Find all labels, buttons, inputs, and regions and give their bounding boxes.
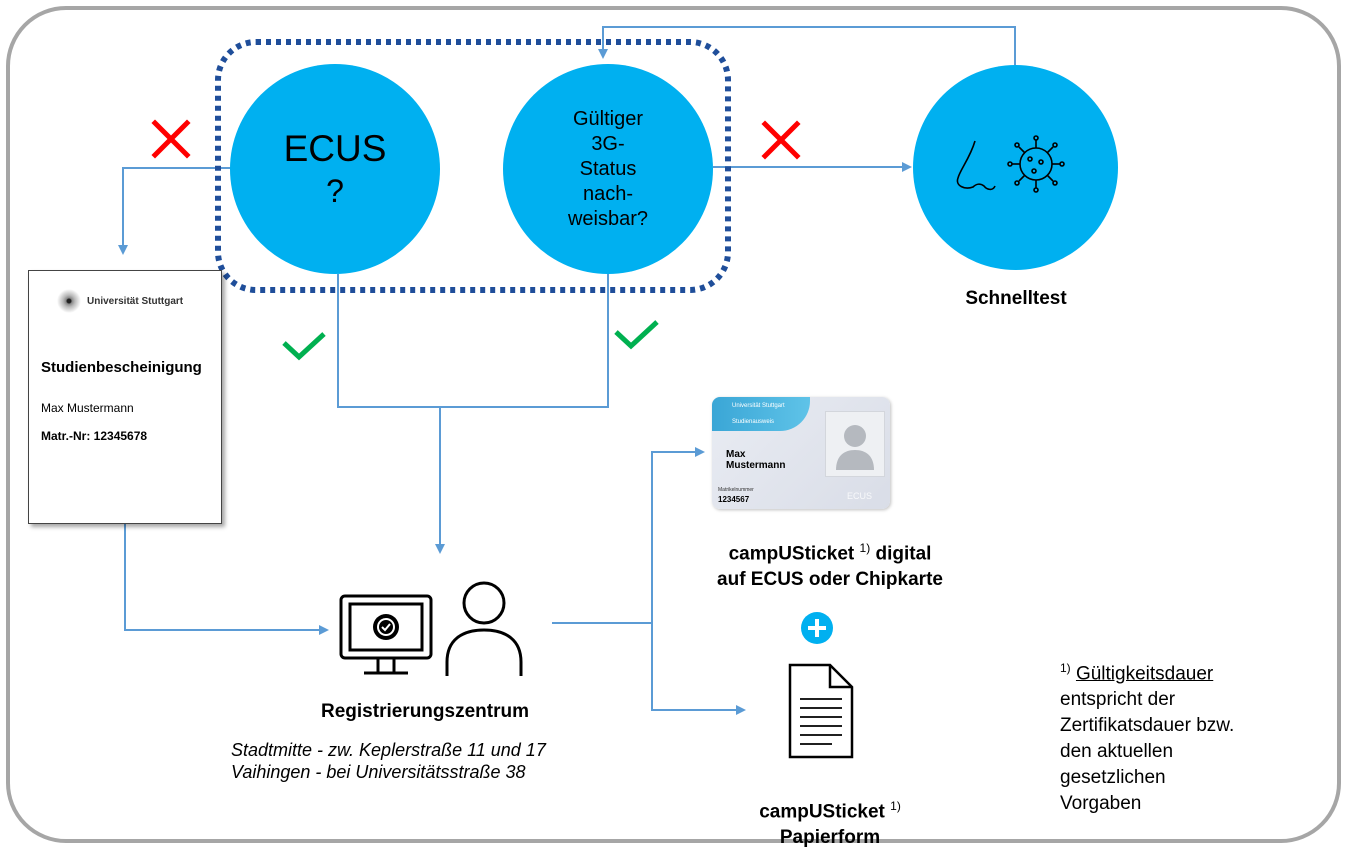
- status-node-text: Gültiger 3G- Status nach- weisbar?: [567, 107, 649, 230]
- virus-icon: [1007, 135, 1065, 193]
- ticket-digital-name: campUSticket: [728, 543, 855, 565]
- footnote-underlined: Gültigkeitsdauer: [1075, 663, 1214, 685]
- dotted-group-outline: [215, 39, 731, 293]
- schnelltest-label: Schnelltest: [965, 288, 1067, 309]
- footnote-line: den aktuellen: [1060, 741, 1174, 763]
- card-first-name: Max: [726, 449, 746, 460]
- ecus-node-title: ECUS: [283, 128, 387, 169]
- verified-badge-icon: [373, 614, 399, 640]
- card-matrikel-label: Matrikelnummer: [718, 487, 754, 493]
- arrow-schnelltest-loop: [598, 26, 1016, 65]
- ticket-paper-line1: campUSticket 1): [700, 793, 960, 825]
- cross-icon-left: [151, 119, 191, 159]
- ecus-node: ECUS ?: [230, 64, 440, 274]
- document-logo: Universität Stuttgart: [57, 289, 183, 313]
- document-matrikel: Matr.-Nr: 12345678: [41, 429, 148, 443]
- schnelltest-node: [913, 65, 1118, 270]
- card-name: Max Mustermann: [726, 449, 785, 471]
- check-icon-status: [614, 320, 659, 350]
- address-stadtmitte: Stadtmitte - zw. Keplerstraße 11 und 17: [231, 740, 546, 760]
- ticket-paper-line2: Papierform: [779, 827, 881, 849]
- arrow-document-to-registrierung: [124, 523, 329, 635]
- document-name: Max Mustermann: [41, 401, 134, 415]
- ticket-paper-label: campUSticket 1) Papierform: [700, 793, 960, 851]
- paper-document-icon: [788, 663, 854, 759]
- university-logo-icon: [57, 289, 81, 313]
- card-kind: Studienausweis: [732, 419, 775, 425]
- footnote-line: entspricht der: [1060, 689, 1176, 711]
- arrow-to-paper: [651, 623, 746, 715]
- footnote-line: gesetzlichen: [1060, 767, 1166, 789]
- footnote-line: Vorgaben: [1060, 793, 1142, 815]
- card-matrikel: 1234567: [718, 495, 750, 504]
- registrierungszentrum-label: Registrierungszentrum: [321, 701, 529, 722]
- ticket-digital-word: digital: [875, 543, 932, 565]
- ticket-digital-footnote-marker: 1): [859, 541, 871, 555]
- card-band: [712, 397, 810, 431]
- cross-icon-right: [761, 120, 801, 160]
- avatar-placeholder-icon: [836, 425, 874, 470]
- plus-icon: [801, 612, 833, 644]
- footnote-marker: 1): [1060, 661, 1071, 675]
- monitor-icon: [339, 594, 433, 675]
- ticket-paper-name: campUSticket: [759, 801, 885, 823]
- person-icon: [445, 581, 523, 676]
- studienbescheinigung-document: Universität Stuttgart Studienbescheinigu…: [28, 270, 222, 524]
- connector-ecus-yes: [337, 274, 609, 408]
- ticket-paper-footnote-marker: 1): [890, 799, 901, 813]
- footnote-line: Zertifikatsdauer bzw.: [1060, 715, 1235, 737]
- ecus-node-question: ?: [326, 173, 344, 209]
- status-node: Gültiger 3G- Status nach- weisbar?: [503, 64, 713, 274]
- card-last-name: Mustermann: [726, 460, 786, 471]
- document-heading: Studienbescheinigung: [41, 359, 202, 376]
- card-university: Universität Stuttgart: [732, 403, 785, 409]
- student-card: Universität Stuttgart Studienausweis Max…: [712, 397, 890, 509]
- arrow-ecus-to-document: [118, 167, 233, 255]
- check-icon-ecus: [282, 332, 326, 361]
- document-university: Universität Stuttgart: [87, 295, 184, 307]
- nose-icon: [956, 140, 996, 191]
- footnote-first-line: 1) Gültigkeitsdauer: [1060, 655, 1234, 687]
- address-vaihingen: Vaihingen - bei Universitätsstraße 38: [231, 762, 526, 782]
- ticket-digital-line2: auf ECUS oder Chipkarte: [717, 569, 943, 591]
- ticket-digital-label: campUSticket 1) digital auf ECUS oder Ch…: [660, 535, 1000, 593]
- footnote: 1) Gültigkeitsdauer entspricht der Zerti…: [1060, 655, 1234, 817]
- ticket-digital-line1: campUSticket 1) digital: [660, 535, 1000, 567]
- card-brand: ECUS: [846, 491, 872, 501]
- card-photo: [825, 411, 885, 477]
